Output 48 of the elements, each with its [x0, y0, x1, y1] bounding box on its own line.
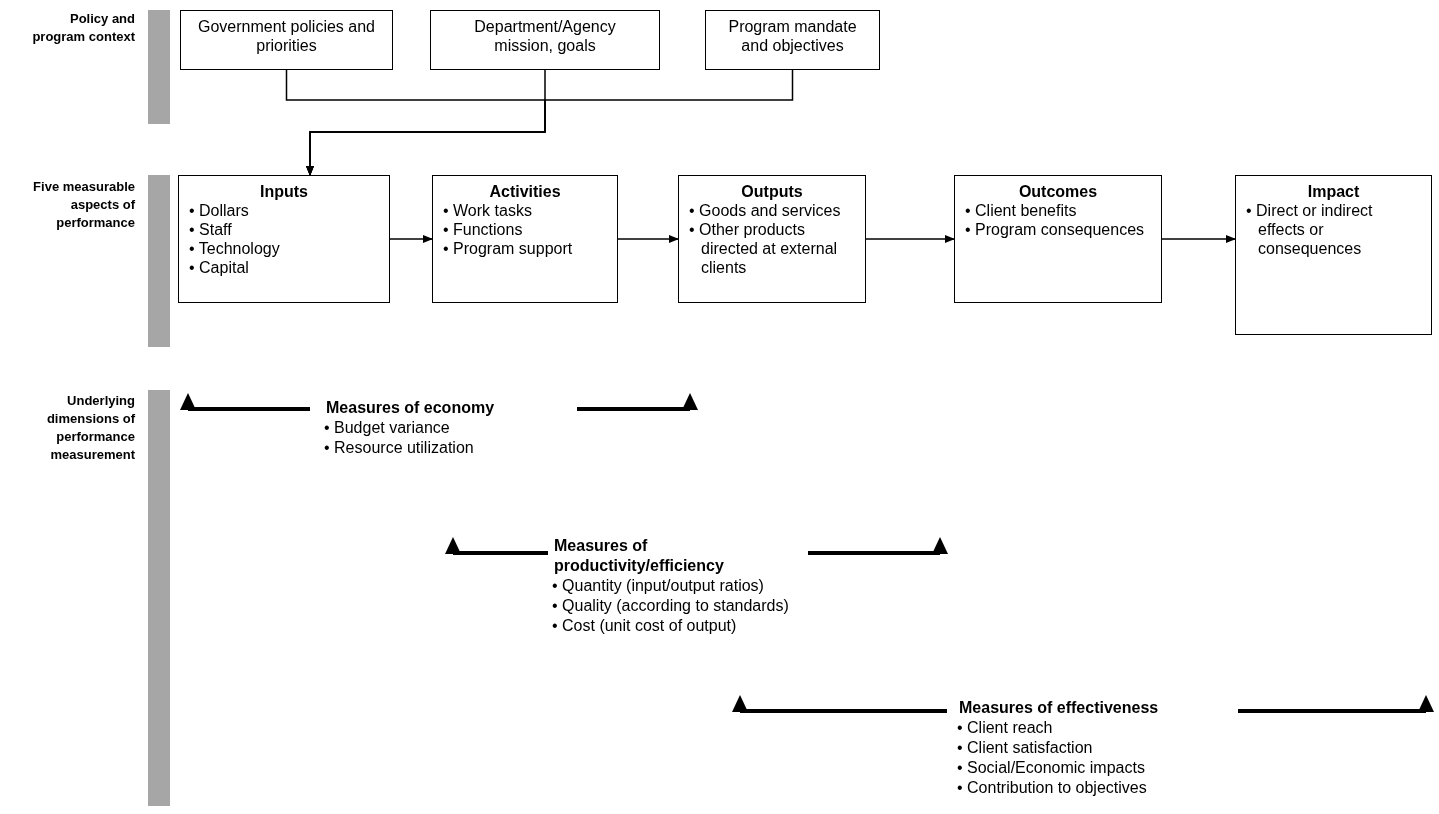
box-text: Department/Agency mission, goals [474, 18, 616, 54]
bullet-item: • Program consequences [964, 220, 1146, 239]
bullet-item: • Resource utilization [323, 438, 475, 458]
bullet-item: • Contribution to objectives [956, 778, 1148, 798]
bullet-item: • Capital [188, 258, 250, 277]
arrow [306, 69, 794, 176]
bullet-item: • Goods and services [688, 201, 842, 220]
bullet-item: • Program support [442, 239, 574, 258]
context-box [705, 10, 880, 70]
box-text: Program mandate and objectives [728, 18, 857, 54]
bullet-item: • Direct or indirect effects or consequences [1245, 201, 1374, 258]
bullet-item: • Client benefits [964, 201, 1078, 220]
bullet-item: • Client reach [956, 718, 1054, 738]
bullet-item: • Budget variance [323, 418, 451, 438]
bullet-item: • Functions [442, 220, 524, 239]
box-text: Government policies and priorities [198, 18, 375, 54]
bullet-item: • Social/Economic impacts [956, 758, 1146, 778]
bullet-item: • Client satisfaction [956, 738, 1094, 758]
bullet-item: • Quantity (input/output ratios) [551, 576, 765, 596]
section-label: Policy and program context [31, 10, 135, 46]
bullet-item: • Dollars [188, 201, 250, 220]
arrow [617, 235, 679, 243]
performance-box [178, 175, 390, 303]
box-heading: Activities [488, 182, 562, 201]
bullet-item: • Quality (according to standards) [551, 596, 789, 616]
arrow [865, 235, 955, 243]
arrow [389, 235, 433, 243]
box-heading: Outputs [740, 182, 804, 201]
bullet-item: • Staff [188, 220, 233, 239]
bullet-item: • Cost (unit cost of output) [551, 616, 738, 636]
performance-box [432, 175, 618, 303]
side-bar [148, 390, 170, 806]
box-heading: Inputs [259, 182, 309, 201]
arrow [1161, 235, 1236, 243]
performance-box [1235, 175, 1432, 335]
section-label: Underlying dimensions of performance measurement [45, 392, 135, 464]
performance-box [954, 175, 1162, 303]
side-bar [148, 175, 170, 347]
bullet-item: • Other products directed at external clients [688, 220, 839, 277]
context-box [430, 10, 660, 70]
box-heading: Impact [1306, 182, 1361, 201]
performance-box [678, 175, 866, 303]
side-bar [148, 10, 170, 124]
box-heading: Outcomes [1017, 182, 1099, 201]
bullet-item: • Work tasks [442, 201, 533, 220]
context-box [180, 10, 393, 70]
section-label: Five measurable aspects of performance [32, 178, 135, 232]
bullet-item: • Technology [188, 239, 281, 258]
